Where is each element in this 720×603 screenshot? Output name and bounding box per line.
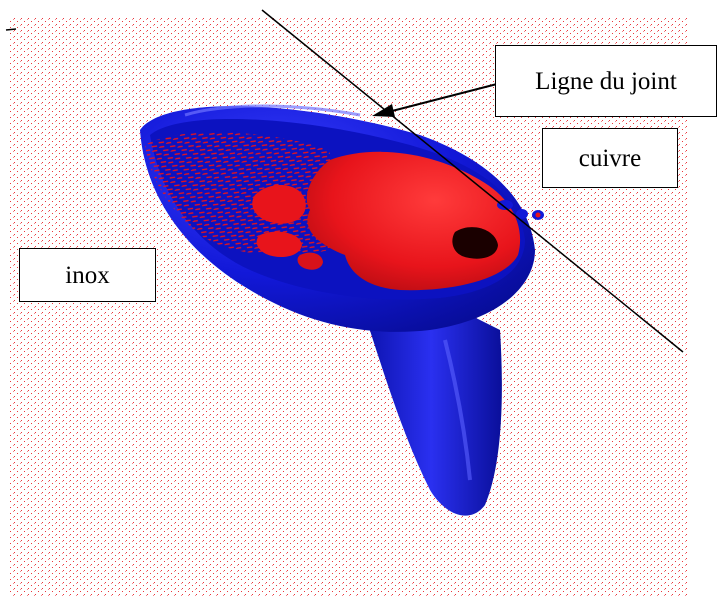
steel-label: inox xyxy=(19,248,156,302)
joint-line-label: Ligne du joint xyxy=(495,45,717,117)
droplet xyxy=(536,213,541,218)
copper-label: cuivre xyxy=(542,128,678,188)
droplet xyxy=(497,200,513,210)
copper-text: cuivre xyxy=(579,146,641,171)
joint-line-text: Ligne du joint xyxy=(535,69,677,94)
steel-text: inox xyxy=(65,263,109,288)
corner-mark xyxy=(6,29,16,30)
